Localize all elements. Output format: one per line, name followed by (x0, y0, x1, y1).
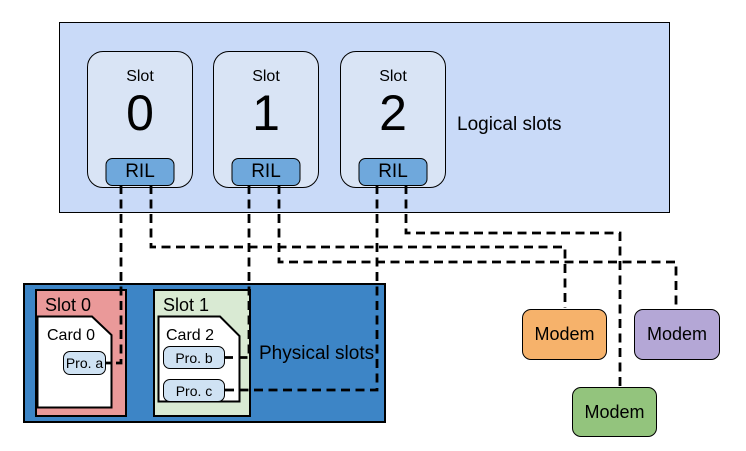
logical-slots-container: Slot 0 RIL Slot 1 RIL Slot 2 RIL Logical… (59, 22, 670, 213)
logical-slot-0-number: 0 (126, 85, 154, 141)
logical-slot-2-title: Slot (379, 68, 407, 85)
profile-c: Pro. c (163, 379, 225, 402)
profile-b-label: Pro. b (175, 349, 213, 366)
physical-slot-1-label: Slot 1 (163, 295, 210, 315)
physical-slots-label: Physical slots (259, 343, 375, 364)
modem-2: Modem (634, 309, 720, 360)
logical-slot-1-number: 1 (252, 85, 280, 141)
logical-slot-0-title: Slot (126, 68, 154, 85)
profile-b: Pro. b (163, 346, 225, 369)
logical-slots-label: Logical slots (457, 114, 562, 135)
logical-slot-0: Slot 0 RIL (87, 51, 193, 188)
modem-3: Modem (572, 387, 657, 437)
modem-1: Modem (522, 309, 607, 360)
ril-box-0: RIL (105, 158, 175, 186)
profile-a: Pro. a (63, 351, 106, 375)
modem-1-label: Modem (534, 324, 595, 344)
card-2-label: Card 2 (166, 327, 215, 344)
ril-label-2: RIL (378, 161, 408, 182)
ril-label-0: RIL (125, 161, 155, 182)
logical-slot-1: Slot 1 RIL (213, 51, 319, 188)
ril-box-1: RIL (231, 158, 301, 186)
logical-slot-2: Slot 2 RIL (340, 51, 446, 188)
ril-label-1: RIL (251, 161, 281, 182)
physical-slot-0-label: Slot 0 (45, 295, 92, 315)
logical-slot-1-title: Slot (252, 68, 280, 85)
card-0-label: Card 0 (47, 327, 96, 344)
profile-a-label: Pro. a (65, 355, 104, 371)
modem-2-label: Modem (646, 324, 708, 344)
profile-c-label: Pro. c (175, 382, 213, 399)
modem-3-label: Modem (584, 401, 645, 422)
logical-slot-2-number: 2 (379, 85, 407, 141)
ril-box-2: RIL (358, 158, 428, 186)
